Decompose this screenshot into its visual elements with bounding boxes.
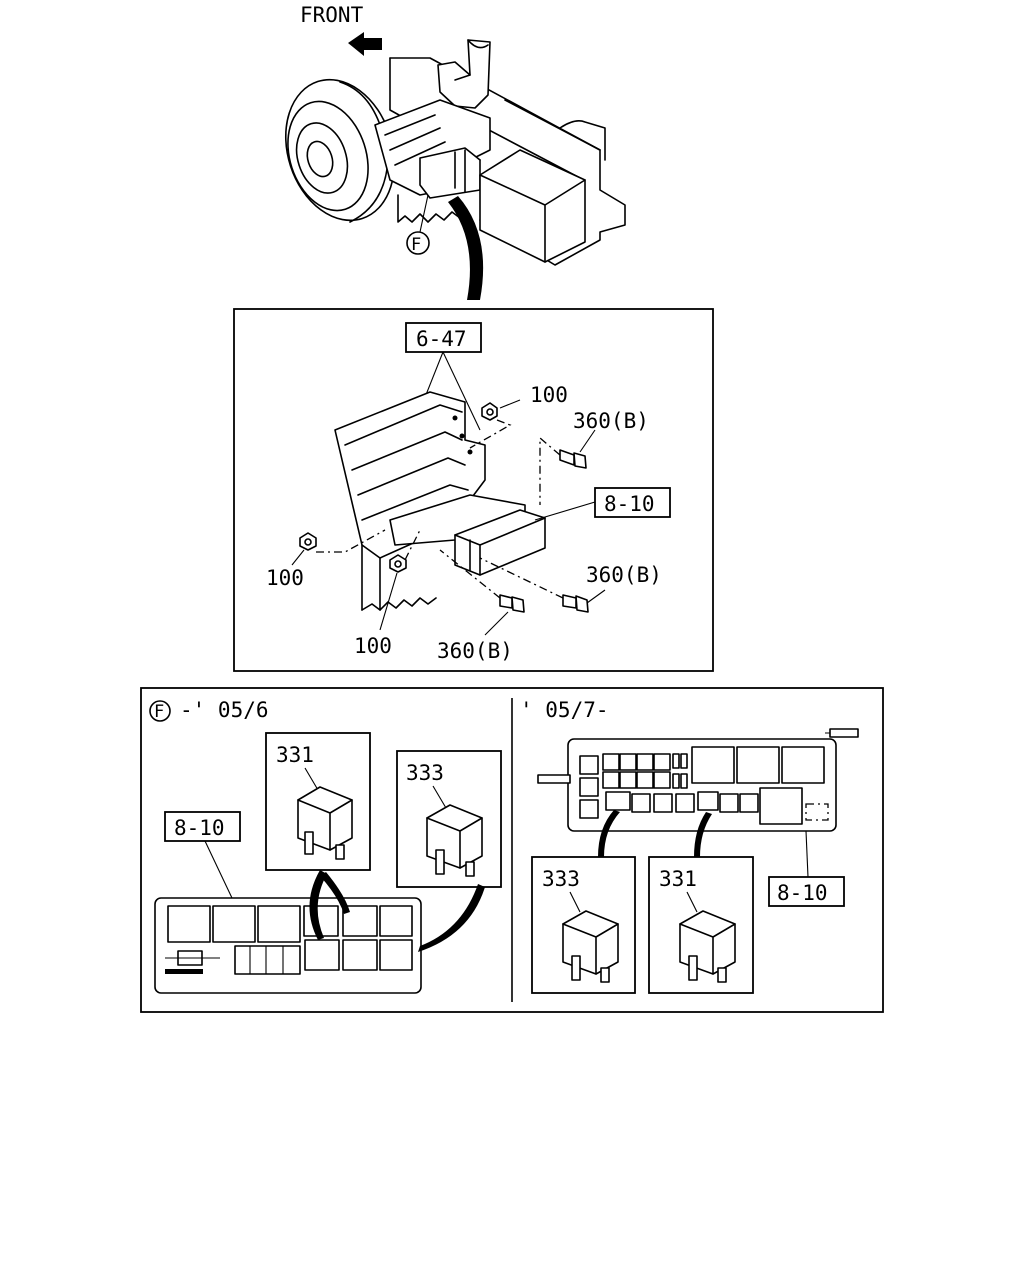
ref-bracket-label: 6-47 [416,327,467,351]
part-label: 360(B) [573,409,649,433]
bolt-icon [499,594,525,613]
pointer-icon [418,884,485,952]
pointer-icon [309,870,327,940]
ref-box-label: 8-10 [604,492,655,516]
part-label: 360(B) [437,639,513,663]
nut-icon [389,554,407,573]
relay-icon [679,910,736,983]
front-arrow-icon [348,32,382,56]
period-label: -' 05/6 [180,698,269,722]
bolt-icon [562,594,589,613]
part-label: 100 [266,566,304,590]
front-label: FRONT [300,3,364,27]
callout-letter: F [154,702,164,722]
relay-icon [297,786,353,860]
bolt-icon [559,449,587,469]
callout-circle [149,700,171,722]
relay-icon [426,804,483,877]
panel-right: ' 05/7- [520,698,859,994]
panel-left: F -' 05/6 331 333 [149,698,502,994]
relay-panel-frame [140,687,884,1013]
detail-pointer-icon [448,196,484,300]
part-label: 360(B) [586,563,662,587]
nut-icon [481,402,498,421]
relay-label: 333 [542,867,580,891]
relay-label: 331 [659,867,697,891]
part-label: 100 [354,634,392,658]
relay-panel: F -' 05/6 331 333 [140,687,884,1013]
pointer-icon [598,810,620,857]
period-label: ' 05/7- [520,698,609,722]
relay-label: 333 [406,761,444,785]
callout-letter: F [411,235,421,255]
pointer-icon [320,872,350,914]
relay-label: 331 [276,743,314,767]
nut-icon [299,532,317,551]
detail-frame [233,308,714,672]
relay-icon [562,910,619,983]
callout-circle [406,231,430,255]
part-label: 100 [530,383,568,407]
ref-box-label: 8-10 [174,816,225,840]
pointer-icon [694,812,712,857]
detail-main: 6-47 8-10 [233,308,714,672]
ref-box-label: 8-10 [777,881,828,905]
vehicle-overview: FRONT F [284,3,626,300]
